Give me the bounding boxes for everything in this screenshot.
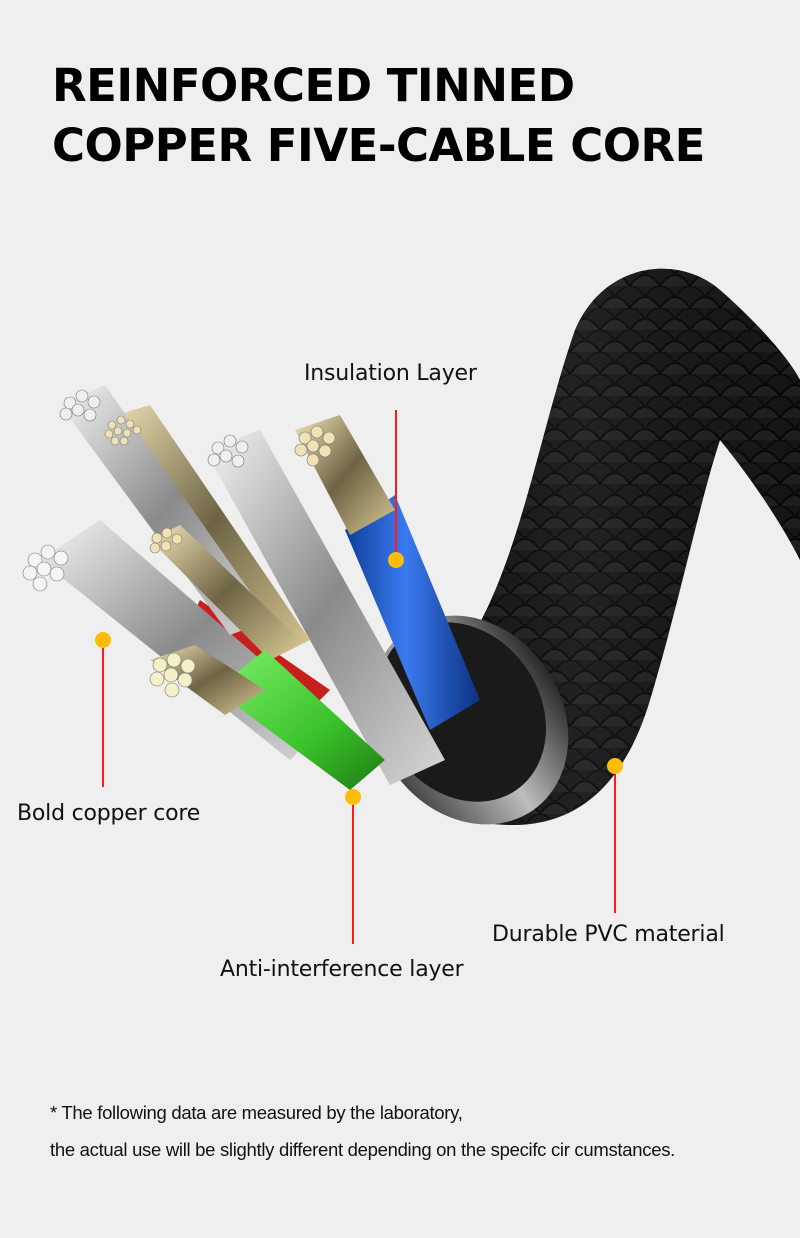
strand-end-copper-front — [149, 652, 196, 698]
headline: REINFORCED TINNED COPPER FIVE-CABLE CORE — [52, 56, 705, 176]
callout-insulation-pointer — [388, 410, 404, 568]
headline-line-2: COPPER FIVE-CABLE CORE — [52, 119, 705, 172]
strand-end-silver-1 — [59, 389, 101, 422]
footnote: * The following data are measured by the… — [50, 1094, 675, 1168]
callout-durable-pvc: Durable PVC material — [492, 922, 725, 947]
strand-ends — [22, 389, 336, 698]
strand-end-silver-3 — [22, 544, 69, 592]
callout-bold-copper-core: Bold copper core — [17, 801, 201, 826]
conductors — [40, 385, 480, 790]
footnote-line-1: * The following data are measured by the… — [50, 1102, 463, 1123]
callout-anti-interference-pointer — [345, 789, 361, 944]
callout-pvc-pointer — [607, 758, 623, 913]
callout-bold-copper-pointer — [95, 632, 111, 787]
strand-end-gold-3 — [149, 527, 183, 554]
strand-end-gold-2 — [294, 425, 336, 467]
headline-line-1: REINFORCED TINNED — [52, 59, 575, 112]
footnote-line-2: the actual use will be slightly differen… — [50, 1139, 675, 1160]
strand-end-silver-2 — [207, 434, 249, 468]
callout-anti-interference: Anti-interference layer — [220, 957, 464, 982]
strand-end-gold-1 — [104, 415, 142, 446]
callout-insulation-layer: Insulation Layer — [304, 361, 477, 386]
